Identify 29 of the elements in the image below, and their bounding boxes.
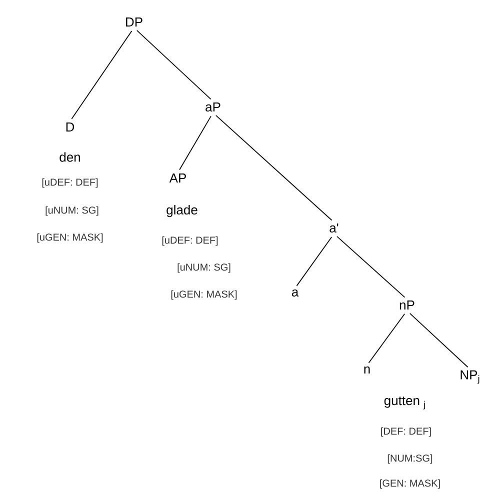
- category-label: NP$_{j}$: [460, 370, 480, 384]
- tree-branch: [179, 116, 212, 170]
- feature-label: [uNUM: SG]: [178, 263, 230, 273]
- tree-branch: [409, 312, 468, 368]
- feature-label: [DEF: DEF]: [381, 427, 431, 437]
- category-label: n: [364, 366, 370, 374]
- category-label: nP: [400, 300, 414, 310]
- tree-branch: [136, 30, 212, 100]
- tree-branch: [368, 313, 406, 364]
- category-label: a': [330, 223, 338, 233]
- word-label: glade: [166, 204, 198, 218]
- category-label: aP: [206, 102, 220, 112]
- tree-branch: [71, 30, 132, 120]
- category-label: a: [292, 289, 299, 297]
- tree-branch: [216, 114, 332, 221]
- feature-label: [uNUM: SG]: [46, 206, 98, 216]
- feature-label: [NUM:SG]: [388, 454, 432, 464]
- feature-label: [uDEF: DEF]: [42, 178, 98, 188]
- category-label: AP: [169, 174, 186, 182]
- feature-label: [GEN: MASK]: [380, 479, 440, 489]
- feature-label: [uGEN: MASK]: [171, 290, 237, 300]
- feature-label: [uGEN: MASK]: [37, 233, 103, 243]
- word-label: den: [60, 152, 80, 162]
- category-label: DP: [126, 18, 142, 26]
- category-label: D: [66, 122, 74, 132]
- tree-branch: [296, 236, 332, 286]
- tree-branch: [336, 236, 406, 298]
- feature-label: [uDEF: DEF]: [162, 236, 218, 246]
- word-label: gutten $_{j}$: [384, 396, 426, 410]
